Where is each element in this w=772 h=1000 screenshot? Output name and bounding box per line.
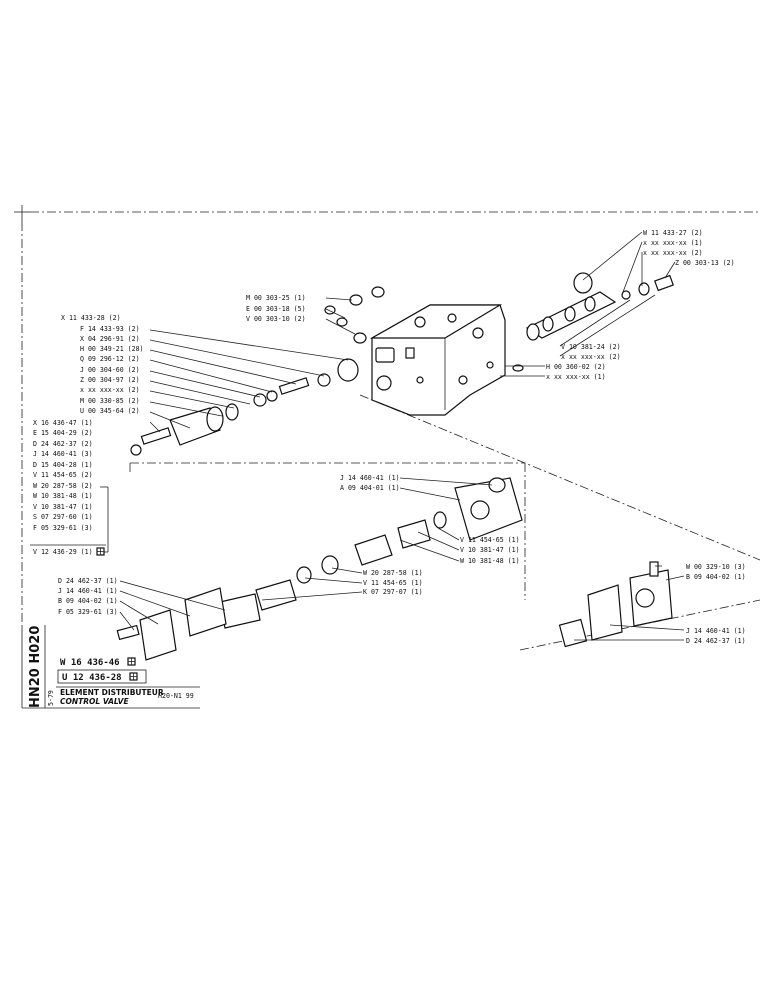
label-m-00-303-25: M 00 303-25 (1): [246, 294, 306, 302]
label-a-09-404-01: A 09 404-01 (1): [340, 484, 400, 492]
label-v-10-381-47-a: V 10 381-47 (1): [460, 546, 520, 554]
label-z-00-304-97: Z 00 304-97 (2): [80, 376, 140, 384]
labels-mid-right: V 10 381-24 (2) x xx xxx-xx (2) H 00 360…: [546, 343, 621, 381]
relief-valve-stack: [130, 358, 359, 456]
kit-item: D 15 404-28 (1): [33, 461, 93, 469]
label-w-00-329-10: W 00 329-10 (3): [686, 563, 746, 571]
labels-center-upper: J 14 460-41 (1) A 09 404-01 (1): [340, 474, 400, 492]
labels-top-center: M 00 303-25 (1) E 00 303-18 (5) V 00 303…: [246, 294, 306, 323]
kit-ref: U 12 436-28: [62, 673, 122, 683]
label-x-xx-xxx-1b: x xx xxx-xx (1): [546, 373, 606, 381]
label-x-xx-xxx-2b: x xx xxx-xx (2): [561, 353, 621, 361]
label-h-00-360-02: H 00 360-02 (2): [546, 363, 606, 371]
drawing-frame: [14, 205, 761, 651]
label-w-20-287-58-a: W 20 287-58 (1): [363, 569, 423, 577]
title-block: HN20 H020 5-79 W 16 436-46 U 12 436-28 E…: [21, 625, 200, 709]
spool-assembly: [512, 272, 674, 372]
kit-item: D 24 462-37 (2): [33, 440, 93, 448]
kit-item: V 11 454-65 (2): [33, 471, 93, 479]
label-x-11-433-28: X 11 433-28 (2): [61, 314, 121, 322]
label-u-00-345-64: U 00 345-64 (2): [80, 407, 140, 415]
label-f-14-433-93: F 14 433-93 (2): [80, 325, 140, 333]
label-v-00-303-10: V 00 303-10 (2): [246, 315, 306, 323]
kit-item: W 20 287-58 (2): [33, 482, 93, 490]
label-j-00-304-60: J 00 304-60 (2): [80, 366, 140, 374]
label-w-11-433-27: W 11 433-27 (2): [643, 229, 703, 237]
label-e-00-303-18: E 00 303-18 (5): [246, 305, 306, 313]
label-b-09-404-02-r: B 09 404-02 (1): [686, 573, 746, 581]
label-j-14-460-41-l: J 14 460-41 (1): [58, 587, 118, 595]
label-h-00-349-21: H 00 349-21 (28): [80, 345, 144, 353]
label-f-05-329-61-l: F 05 329-61 (3): [58, 608, 118, 616]
label-z-00-303-13: Z 00 303-13 (2): [675, 259, 735, 267]
title-english: CONTROL VALVE: [60, 697, 129, 706]
title-french: ELEMENT DISTRIBUTEUR: [60, 688, 164, 697]
label-x-04-296-91: X 04 296-91 (2): [80, 335, 140, 343]
vertical-model-code: HN20 H020: [28, 626, 43, 708]
label-j-14-460-41-c: J 14 460-41 (1): [340, 474, 400, 482]
flange-group-center: [219, 477, 523, 629]
flange-group-right: [558, 561, 673, 648]
labels-kit-list: X 16 436-47 (1) E 15 404-29 (2) D 24 462…: [30, 419, 106, 556]
label-q-09-296-12: Q 09 296-12 (2): [80, 355, 140, 363]
label-d-24-462-37-l: D 24 462-37 (1): [58, 577, 118, 585]
assembly-ref: W 16 436-46: [60, 658, 120, 668]
labels-bottom-right: W 00 329-10 (3) B 09 404-02 (1) J 14 460…: [686, 563, 746, 645]
label-k-07-297-07: K 07 297-07 (1): [363, 588, 423, 596]
label-w-10-381-48-a: W 10 381-48 (1): [460, 557, 520, 565]
label-v-11-454-65-b: V 11 454-65 (1): [363, 579, 423, 587]
label-j-14-460-41-r: J 14 460-41 (1): [686, 627, 746, 635]
kit-item: J 14 460-41 (3): [33, 450, 93, 458]
label-v-10-381-24: V 10 381-24 (2): [561, 343, 621, 351]
kit-item: X 16 436-47 (1): [33, 419, 93, 427]
kit-item: F 05 329-61 (3): [33, 524, 93, 532]
labels-center-right: V 11 454-65 (1) V 10 381-47 (1) W 10 381…: [460, 536, 520, 565]
leader-lines: [100, 231, 685, 641]
flange-group-left: [116, 587, 227, 661]
valve-body: [369, 304, 506, 416]
kit-item: E 15 404-29 (2): [33, 429, 93, 437]
label-d-24-462-37-r: D 24 462-37 (1): [686, 637, 746, 645]
kit-item: S 07 297-60 (1): [33, 513, 93, 521]
label-v-11-454-65-a: V 11 454-65 (1): [460, 536, 520, 544]
kit-item: W 10 381-48 (1): [33, 492, 93, 500]
model-number: H20-N1 99: [158, 692, 194, 700]
label-x-xx-xxx-1: x xx xxx-xx (1): [643, 239, 703, 247]
label-x-xx-xxx-left: x xx xxx-xx (2): [80, 386, 140, 394]
date-code: 5-79: [47, 690, 55, 706]
labels-bottom-left: D 24 462-37 (1) J 14 460-41 (1) B 09 404…: [58, 577, 118, 616]
o-ring-set: [324, 286, 385, 344]
label-m-00-330-85: M 00 330-85 (2): [80, 397, 140, 405]
labels-top-right: W 11 433-27 (2) x xx xxx-xx (1) x xx xxx…: [643, 229, 735, 267]
labels-left-column: X 11 433-28 (2) F 14 433-93 (2) X 04 296…: [61, 314, 144, 415]
label-x-xx-xxx-2: x xx xxx-xx (2): [643, 249, 703, 257]
kit-item: V 12 436-29 (1): [33, 548, 93, 556]
label-b-09-404-02-l: B 09 404-02 (1): [58, 597, 118, 605]
labels-center-lower: W 20 287-58 (1) V 11 454-65 (1) K 07 297…: [363, 569, 423, 596]
kit-item: V 10 381-47 (1): [33, 503, 93, 511]
